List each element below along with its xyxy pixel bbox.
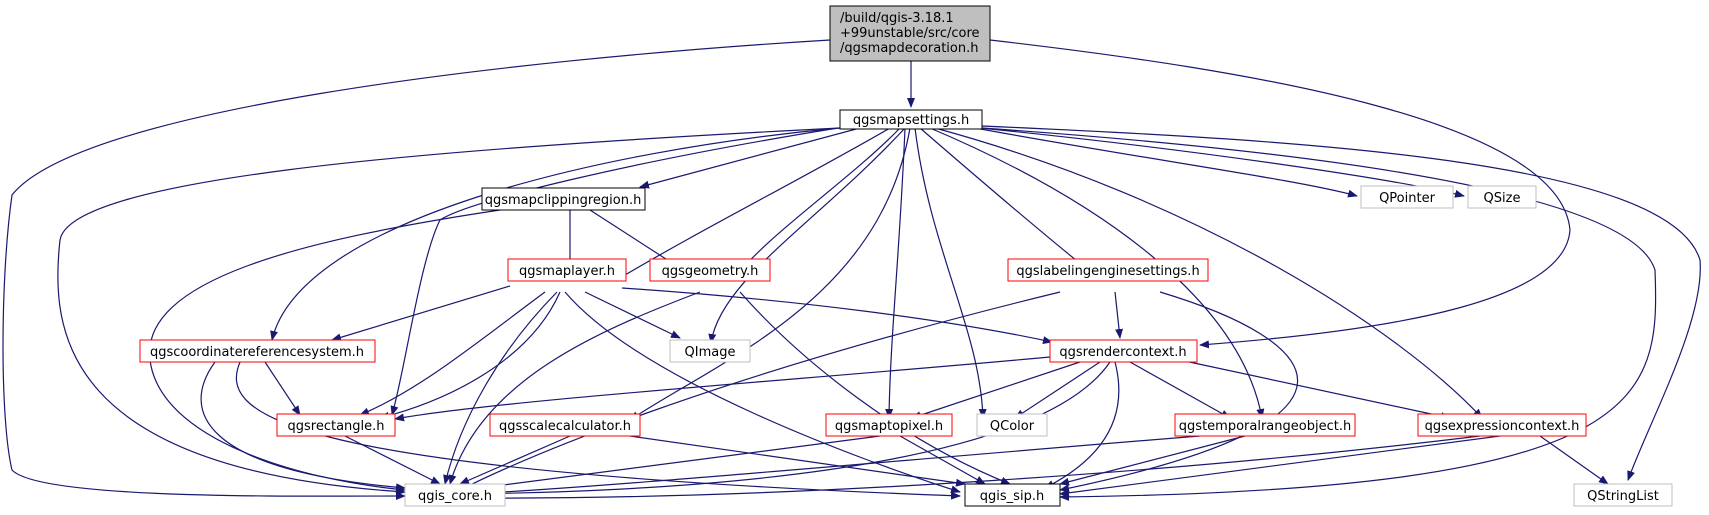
node-root-line1: /build/qgis-3.18.1 bbox=[840, 11, 954, 26]
node-qcolor[interactable]: QColor bbox=[976, 413, 1048, 437]
node-qsize[interactable]: QSize bbox=[1467, 185, 1537, 209]
node-root-file[interactable]: /build/qgis-3.18.1 +99unstable/src/core … bbox=[829, 5, 991, 62]
node-qsize-label: QSize bbox=[1484, 191, 1521, 206]
edge-maplayer-rectangle bbox=[359, 291, 546, 416]
edge-maplayer-qimage bbox=[584, 291, 681, 339]
node-qgsscalecalculator-label: qgsscalecalculator.h bbox=[499, 419, 631, 434]
node-qgsgeometry-label: qgsgeometry.h bbox=[662, 264, 759, 279]
edge-labeling-qgis-core bbox=[459, 291, 1061, 491]
node-qgslabelingenginesettings-label: qgslabelingenginesettings.h bbox=[1016, 264, 1199, 279]
edge-crs-qgis-sip bbox=[235, 361, 961, 500]
node-qgis-core-label: qgis_core.h bbox=[418, 489, 492, 504]
edge-geometry-qgis-core bbox=[448, 291, 701, 485]
node-qgsexpressioncontext-label: qgsexpressioncontext.h bbox=[1425, 419, 1580, 434]
edge-mapsettings-crs bbox=[270, 127, 841, 341]
edge-mapsettings-clippingregion bbox=[639, 127, 861, 189]
node-qgslabelingenginesettings[interactable]: qgslabelingenginesettings.h bbox=[1007, 258, 1209, 282]
node-qgis-sip-label: qgis_sip.h bbox=[980, 489, 1044, 504]
edge-root-qgis-core bbox=[2, 39, 831, 501]
edge-temporal-qgis-core bbox=[464, 435, 1201, 498]
edge-mapsettings-qstringlist bbox=[981, 125, 1701, 481]
edge-mapsettings-maplayer bbox=[614, 127, 891, 282]
node-qgstemporalrangeobject-label: qgstemporalrangeobject.h bbox=[1179, 419, 1351, 434]
node-qgstemporalrangeobject[interactable]: qgstemporalrangeobject.h bbox=[1174, 413, 1356, 437]
edge-render-qgis-sip bbox=[1044, 361, 1120, 489]
node-qgsmaplayer-label: qgsmaplayer.h bbox=[519, 264, 615, 279]
edge-mapsettings-geometry bbox=[732, 127, 901, 282]
edge-mapsettings-rectangle bbox=[390, 127, 839, 416]
edge-crs-rectangle bbox=[264, 361, 301, 416]
edge-labeling-qgis-sip bbox=[1059, 291, 1299, 493]
edge-geometry-qgis-sip bbox=[739, 291, 1011, 485]
edge-maplayer-qgis-sip bbox=[564, 291, 961, 494]
edge-mapsettings-maptopixel bbox=[885, 127, 906, 419]
node-qgsmapsettings[interactable]: qgsmapsettings.h bbox=[839, 109, 983, 130]
node-qstringlist[interactable]: QStringList bbox=[1573, 483, 1673, 507]
edges bbox=[2, 39, 1701, 503]
edge-root-qgsrendercontext bbox=[989, 39, 1571, 349]
edge-mapsettings-expression bbox=[934, 127, 1483, 419]
edge-render-qgis-core bbox=[459, 361, 1111, 498]
edge-labeling-rendercontext bbox=[1114, 291, 1124, 339]
node-qimage[interactable]: QImage bbox=[669, 339, 751, 363]
node-qgscoordinatereferencesystem[interactable]: qgscoordinatereferencesystem.h bbox=[139, 339, 376, 363]
node-qgsrendercontext-label: qgsrendercontext.h bbox=[1059, 345, 1186, 360]
node-qgsmapclippingregion-label: qgsmapclippingregion.h bbox=[485, 193, 642, 208]
edge-mapsettings-temporal bbox=[929, 127, 1265, 419]
node-qgsrectangle-label: qgsrectangle.h bbox=[287, 419, 384, 434]
edge-render-qcolor bbox=[1014, 361, 1101, 419]
edge-maplayer-rectangle2 bbox=[379, 291, 561, 420]
node-qgsmapsettings-label: qgsmapsettings.h bbox=[853, 113, 969, 128]
node-qgsmapclippingregion[interactable]: qgsmapclippingregion.h bbox=[481, 187, 646, 211]
edge-expression-qgis-core bbox=[464, 435, 1481, 503]
edge-render-temporal bbox=[1129, 361, 1231, 419]
edge-scalecalc-qgis-core bbox=[459, 435, 571, 485]
node-qstringlist-label: QStringList bbox=[1587, 489, 1659, 504]
edge-render-rectangle bbox=[394, 356, 1051, 422]
node-qgsmaplayer[interactable]: qgsmaplayer.h bbox=[507, 258, 627, 282]
edge-rectangle-qgis-core bbox=[344, 435, 441, 485]
node-qimage-label: QImage bbox=[685, 345, 736, 360]
edge-mapsettings-qpointer bbox=[974, 127, 1358, 198]
edge-maplayer-crs bbox=[331, 285, 511, 342]
edge-expression-qstringlist bbox=[1539, 435, 1609, 485]
edge-scalecalc-qgis-sip bbox=[629, 435, 966, 487]
edge-expression-qgis-sip bbox=[1059, 435, 1501, 497]
edge-temporal-qgis-sip bbox=[1059, 435, 1246, 486]
edge-mapsettings-qgis-sip bbox=[981, 127, 1657, 501]
node-qpointer[interactable]: QPointer bbox=[1360, 185, 1454, 209]
node-qgsrectangle[interactable]: qgsrectangle.h bbox=[276, 413, 396, 437]
node-qgsscalecalculator[interactable]: qgsscalecalculator.h bbox=[489, 413, 641, 437]
node-qcolor-label: QColor bbox=[990, 419, 1035, 434]
node-qgsmaptopixel-label: qgsmaptopixel.h bbox=[835, 419, 943, 434]
node-qgis-core[interactable]: qgis_core.h bbox=[404, 483, 506, 507]
edge-mapsettings-scalecalc bbox=[629, 127, 911, 421]
node-qgis-sip[interactable]: qgis_sip.h bbox=[964, 483, 1061, 507]
node-root-line3: /qgsmapdecoration.h bbox=[840, 41, 978, 56]
edge-mapsettings-qimage bbox=[708, 127, 906, 344]
node-qgsrendercontext[interactable]: qgsrendercontext.h bbox=[1049, 339, 1198, 363]
edge-maplayer-rendercontext bbox=[621, 287, 1053, 345]
node-qpointer-label: QPointer bbox=[1379, 191, 1436, 206]
node-qgsmaptopixel[interactable]: qgsmaptopixel.h bbox=[825, 413, 953, 437]
node-qgsexpressioncontext[interactable]: qgsexpressioncontext.h bbox=[1417, 413, 1587, 437]
edge-crs-qgis-core bbox=[200, 361, 406, 492]
edge-mapsettings-qcolor bbox=[914, 127, 987, 419]
edge-mapsettings-qgis-core bbox=[57, 127, 841, 496]
node-root-line2: +99unstable/src/core bbox=[840, 26, 980, 41]
edge-maptopixel-qgis-sip bbox=[899, 435, 986, 485]
node-qgscoordinatereferencesystem-label: qgscoordinatereferencesystem.h bbox=[150, 345, 364, 360]
edge-render-expression bbox=[1179, 359, 1451, 421]
edge-render-maptopixel bbox=[911, 361, 1081, 419]
nodes: /build/qgis-3.18.1 +99unstable/src/core … bbox=[139, 5, 1673, 507]
node-qgsgeometry[interactable]: qgsgeometry.h bbox=[649, 258, 771, 282]
